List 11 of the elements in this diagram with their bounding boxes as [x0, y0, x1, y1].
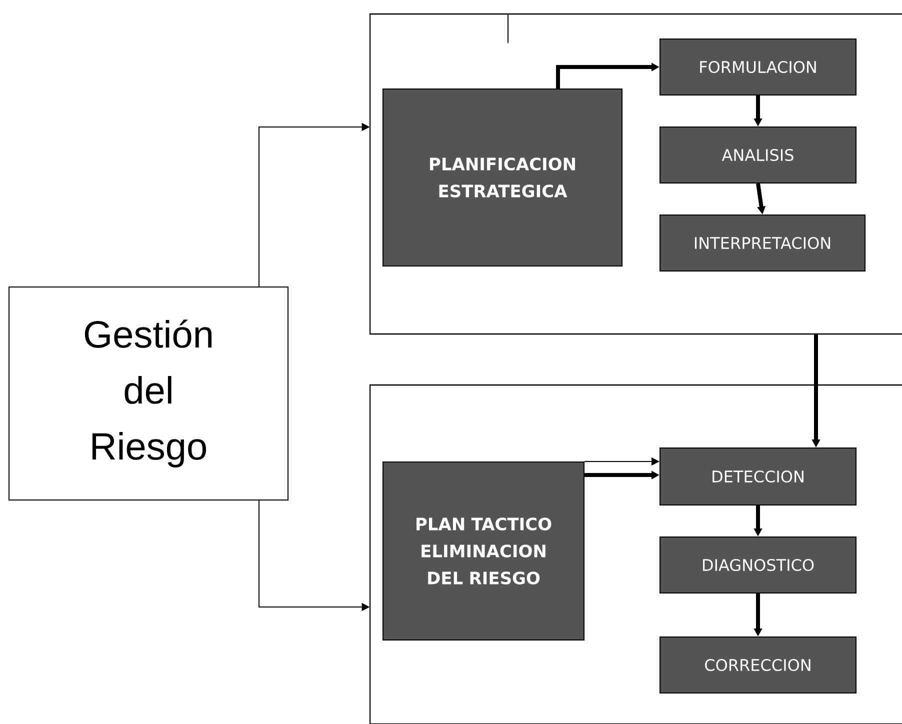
step-box: FORMULACION — [660, 38, 856, 96]
process-box: PLAN TACTICO ELIMINACION DEL RIESGO — [382, 462, 584, 640]
step-box: ANALISIS — [660, 126, 856, 184]
process-box: PLANIFICACION ESTRATEGICA — [382, 88, 622, 266]
panel-frame — [369, 13, 902, 335]
step-box: DETECCION — [660, 448, 856, 506]
step-box: DIAGNOSTICO — [660, 536, 856, 594]
process-box: Gestión del Riesgo — [8, 286, 288, 500]
step-box: INTERPRETACION — [660, 214, 866, 272]
panel-frame — [369, 384, 902, 724]
step-box: CORRECCION — [660, 636, 856, 694]
